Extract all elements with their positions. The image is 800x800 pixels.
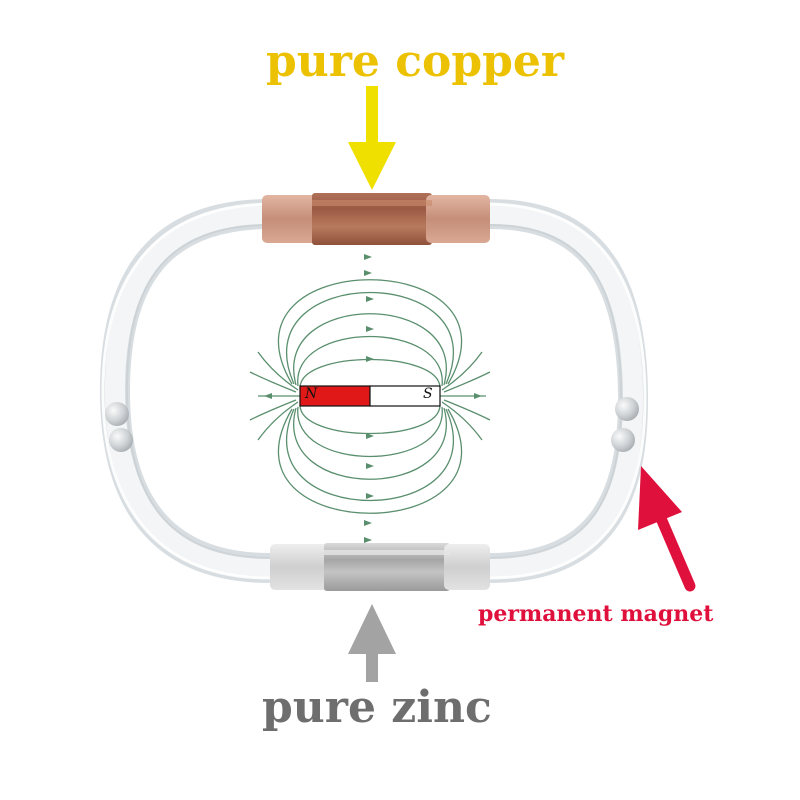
left-magnets [105,402,133,452]
arrow-up-left-icon [638,466,696,592]
magnet-label: permanent magnet [478,601,714,627]
field-direction-arrows [264,254,482,543]
zinc-segment [270,543,490,591]
bar-magnet [299,385,441,407]
right-magnets [611,397,639,452]
zinc-label: pure zinc [262,682,492,733]
magnetic-field-lines [249,279,491,514]
copper-segment [262,193,490,245]
arrow-down-icon [348,86,396,190]
arrow-up-icon [348,604,396,682]
magnet-north-label: N [305,386,318,402]
magnet-south-label: S [423,386,433,402]
copper-label: pure copper [265,36,565,87]
